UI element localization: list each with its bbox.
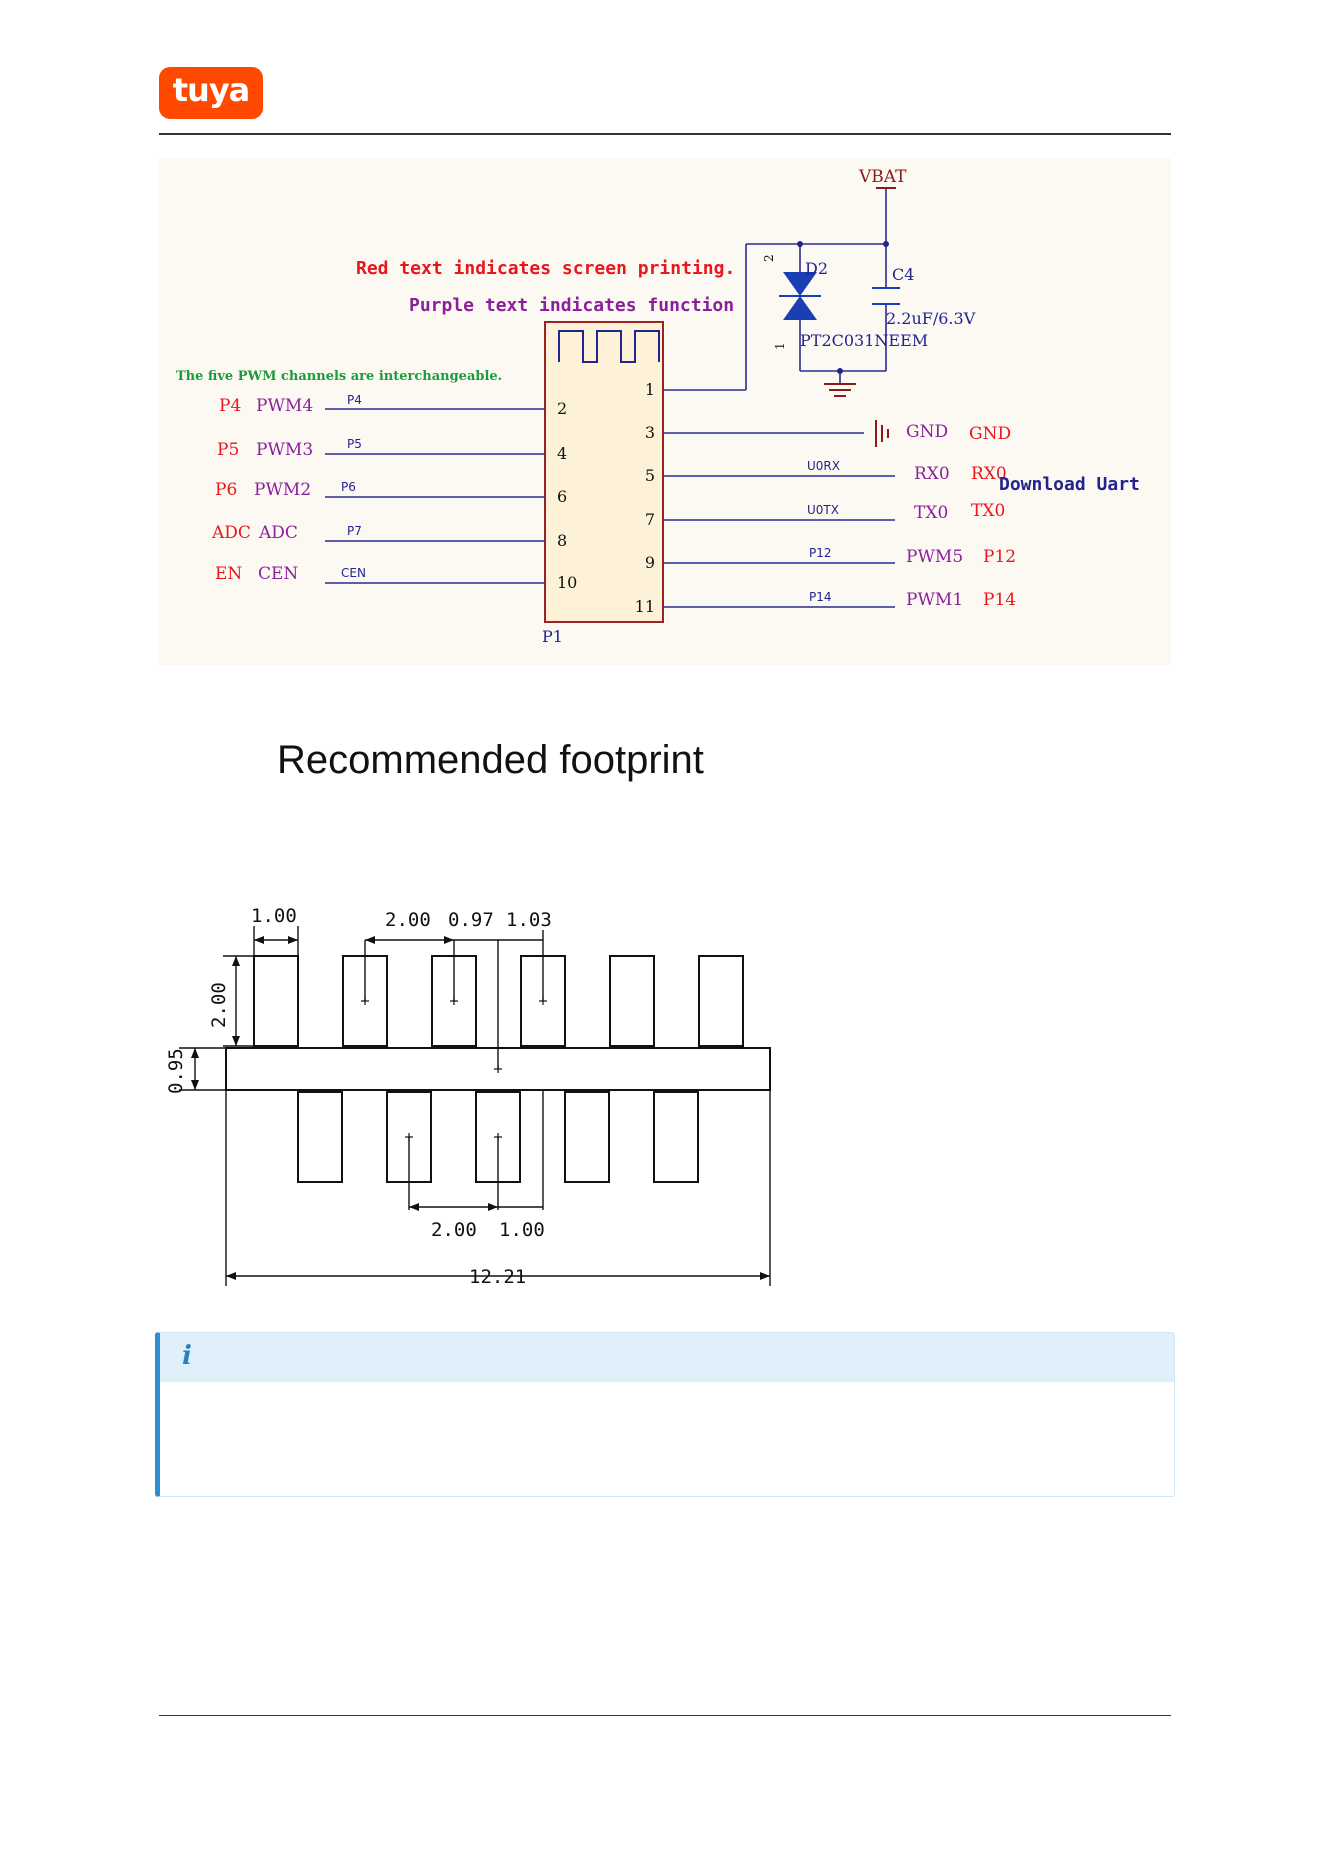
net-label: P14 — [809, 590, 832, 604]
function-label: TX0 — [914, 503, 948, 523]
footprint-drawing: 1.00 2.00 0.97 1.03 2.00 0.95 2.00 1.00 … — [159, 890, 779, 1294]
red-note: Red text indicates screen printing. — [356, 258, 735, 279]
pin-number: 1 — [645, 380, 655, 399]
info-icon: i — [182, 1341, 192, 1371]
function-label: PWM3 — [256, 440, 313, 460]
purple-note: Purple text indicates function — [409, 295, 734, 316]
function-label: PWM1 — [906, 590, 963, 610]
ground-icon — [875, 420, 889, 447]
pin-number: 7 — [645, 510, 655, 529]
dim-bar-height: 0.95 — [165, 1048, 187, 1094]
function-label: ADC — [258, 523, 298, 543]
net-label: U0TX — [807, 503, 839, 517]
dim-pitch: 2.00 — [385, 909, 431, 931]
silk-label: RX0 — [971, 464, 1007, 484]
net-label: P4 — [347, 393, 362, 407]
silk-label: P4 — [219, 396, 241, 416]
silk-label: EN — [215, 564, 242, 584]
pwm-note: The five PWM channels are interchangeabl… — [176, 369, 502, 384]
dim-offset-b: 1.03 — [506, 909, 552, 931]
tuya-logo: tuya — [159, 67, 263, 119]
diode-pin: 1 — [773, 342, 787, 350]
dim-pad-width: 1.00 — [251, 905, 297, 927]
dim-bottom-pitch: 2.00 — [431, 1219, 477, 1241]
capacitor-ref: C4 — [892, 265, 914, 284]
silk-label: P14 — [983, 590, 1016, 610]
pin-number: 5 — [645, 466, 655, 485]
net-label: CEN — [341, 566, 366, 580]
dim-pad-height: 2.00 — [208, 982, 230, 1028]
info-callout: i — [155, 1332, 1175, 1497]
pin-number: 3 — [645, 423, 655, 442]
pin-schematic: Red text indicates screen printing. Purp… — [159, 158, 1171, 665]
net-label: P5 — [347, 437, 362, 451]
footer-divider — [159, 1715, 1171, 1716]
silk-label: GND — [969, 424, 1011, 444]
net-label: P6 — [341, 480, 356, 494]
diode-part: PT2C031NEEM — [800, 331, 928, 350]
diode-ref: D2 — [805, 259, 828, 278]
logo-text: tuya — [172, 71, 251, 109]
function-label: CEN — [258, 564, 298, 584]
capacitor-value: 2.2uF/6.3V — [886, 309, 976, 328]
pin-number: 4 — [557, 444, 567, 463]
tvs-diode-icon — [779, 272, 821, 320]
component-label: P1 — [542, 627, 563, 646]
silk-label: P5 — [217, 440, 239, 460]
capacitor-icon — [872, 287, 900, 305]
function-label: RX0 — [914, 464, 950, 484]
vbat-label: VBAT — [858, 167, 907, 187]
pin-number: 10 — [557, 573, 577, 592]
function-label: PWM4 — [256, 396, 313, 416]
pin-number: 2 — [557, 399, 567, 418]
antenna-icon — [558, 330, 660, 363]
diode-pin: 2 — [762, 254, 776, 262]
header-divider — [159, 133, 1171, 135]
function-label: PWM5 — [906, 547, 963, 567]
silk-label: P12 — [983, 547, 1016, 567]
pin-number: 8 — [557, 531, 567, 550]
module-body — [544, 321, 664, 623]
info-callout-header: i — [160, 1333, 1174, 1382]
net-label: P7 — [347, 524, 362, 538]
silk-label: TX0 — [971, 501, 1005, 521]
pin-number: 11 — [635, 597, 655, 616]
pin-number: 6 — [557, 487, 567, 506]
function-label: PWM2 — [254, 480, 311, 500]
function-label: GND — [906, 422, 948, 442]
net-label: U0RX — [807, 459, 840, 473]
silk-label: P6 — [215, 480, 237, 500]
dim-total-width: 12.21 — [469, 1266, 526, 1288]
silk-label: ADC — [211, 523, 251, 543]
footprint-title: Recommended footprint — [277, 738, 704, 782]
ground-icon — [824, 383, 856, 397]
dim-bottom-offset: 1.00 — [499, 1219, 545, 1241]
dim-offset-a: 0.97 — [448, 909, 494, 931]
download-uart-label: Download Uart — [999, 474, 1140, 495]
net-label: P12 — [809, 546, 832, 560]
pin-number: 9 — [645, 553, 655, 572]
